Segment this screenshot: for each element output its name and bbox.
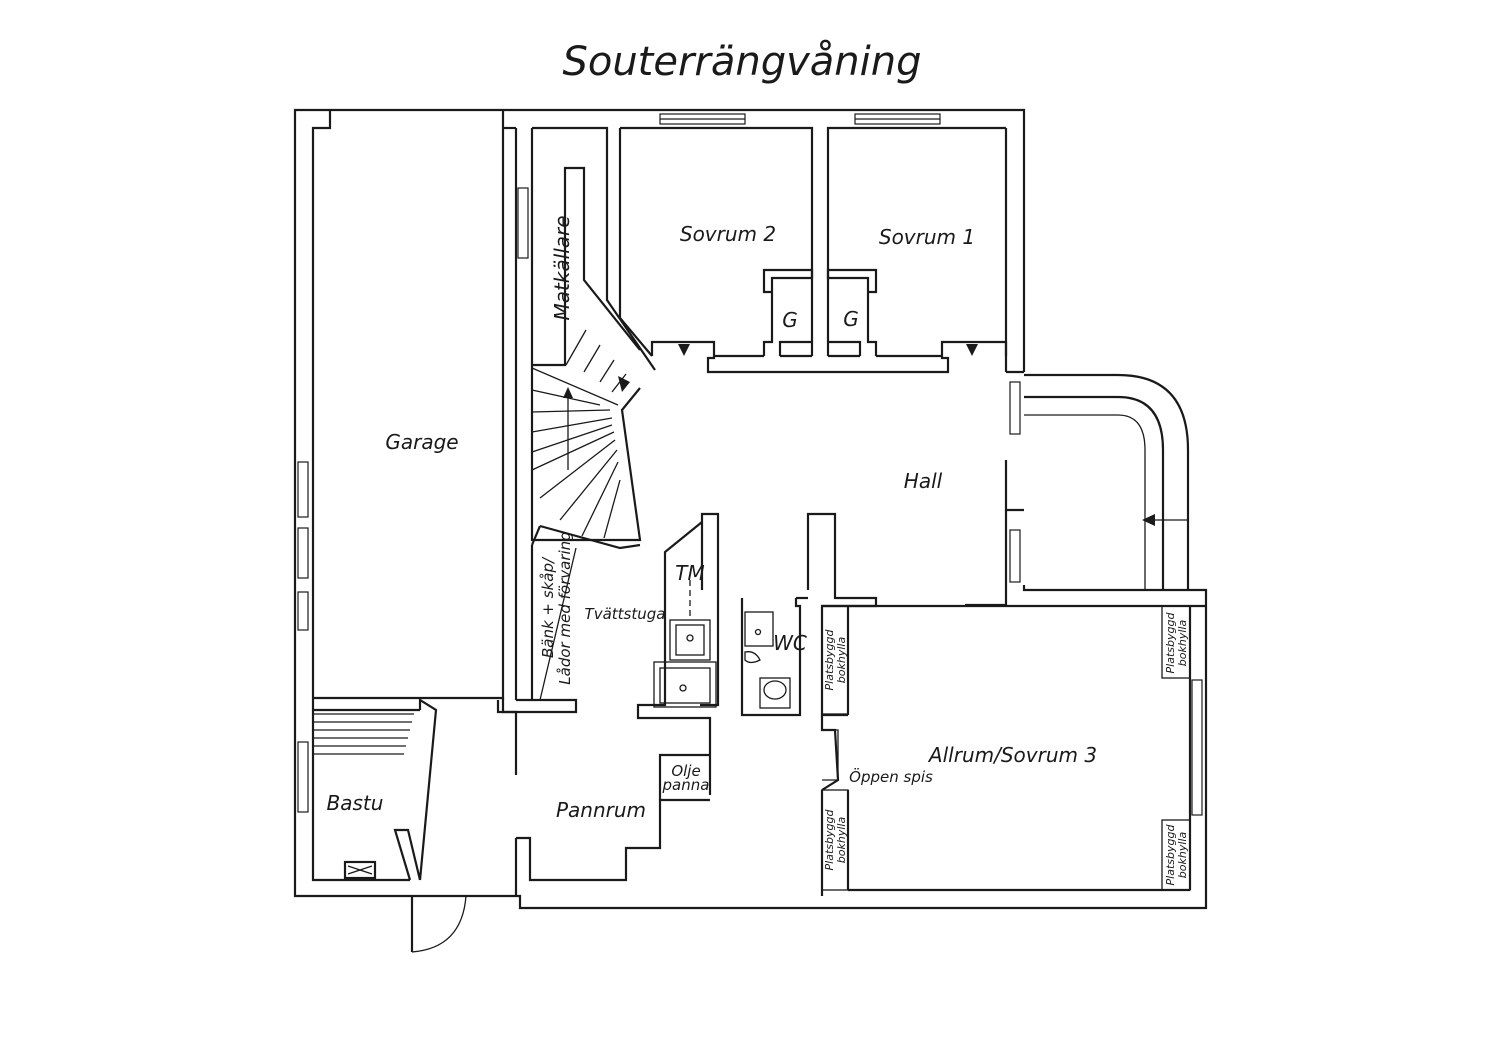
- label-sovrum1: Sovrum 1: [879, 225, 975, 249]
- label-matkallare: Matkällare: [550, 215, 574, 320]
- label-allrum: Allrum/Sovrum 3: [927, 743, 1097, 767]
- label-hall: Hall: [904, 469, 943, 493]
- label-shelf-4-line2: bokhylla: [1176, 832, 1189, 879]
- garage-walls: [313, 110, 578, 775]
- label-garderob-sovrum1: G: [843, 307, 859, 331]
- room-labels: Garage Matkällare Sovrum 2 Sovrum 1 G G …: [327, 215, 1189, 885]
- label-shelf-3-line2: bokhylla: [1176, 620, 1189, 667]
- bedroom-walls: [618, 128, 1008, 374]
- label-tvattstuga: Tvättstuga: [585, 605, 666, 623]
- label-olje-line2: panna: [662, 776, 710, 794]
- label-shelf-2-line2: bokhylla: [835, 817, 848, 864]
- outer-walls: [293, 108, 1208, 910]
- label-shelf-2-line1: Platsbyggd: [823, 809, 836, 871]
- label-pannrum: Pannrum: [556, 798, 646, 822]
- label-shelf-4-line1: Platsbyggd: [1164, 824, 1177, 886]
- floor-title: Souterrängvåning: [562, 39, 921, 85]
- sauna-bench: [313, 713, 414, 755]
- label-garderob-sovrum2: G: [782, 308, 798, 332]
- bastu-pannrum-walls: [313, 698, 710, 953]
- stair-treads: [531, 329, 630, 539]
- label-sovrum2: Sovrum 2: [680, 222, 776, 246]
- allrum-walls: [820, 604, 1206, 896]
- sauna-heater: [343, 860, 377, 880]
- label-bank-line2: Lådor med förvaring: [556, 531, 574, 684]
- label-shelf-1-line1: Platsbyggd: [823, 629, 836, 691]
- stair-core: [530, 126, 656, 701]
- label-bank-line1: Bänk + skåp/: [539, 556, 557, 658]
- label-shelf-1-line2: bokhylla: [835, 637, 848, 684]
- laundry-wc-walls: [636, 512, 878, 795]
- windows: [297, 113, 1203, 816]
- label-olje-line1: Olje: [671, 762, 700, 780]
- label-shelf-3-line1: Platsbyggd: [1164, 612, 1177, 674]
- label-tm: TM: [675, 561, 704, 585]
- label-oppen-spis: Öppen spis: [849, 767, 933, 786]
- entrance-vestibule: [965, 370, 1190, 607]
- label-wc: WC: [773, 631, 807, 655]
- label-bastu: Bastu: [327, 791, 384, 815]
- label-garage: Garage: [385, 430, 458, 454]
